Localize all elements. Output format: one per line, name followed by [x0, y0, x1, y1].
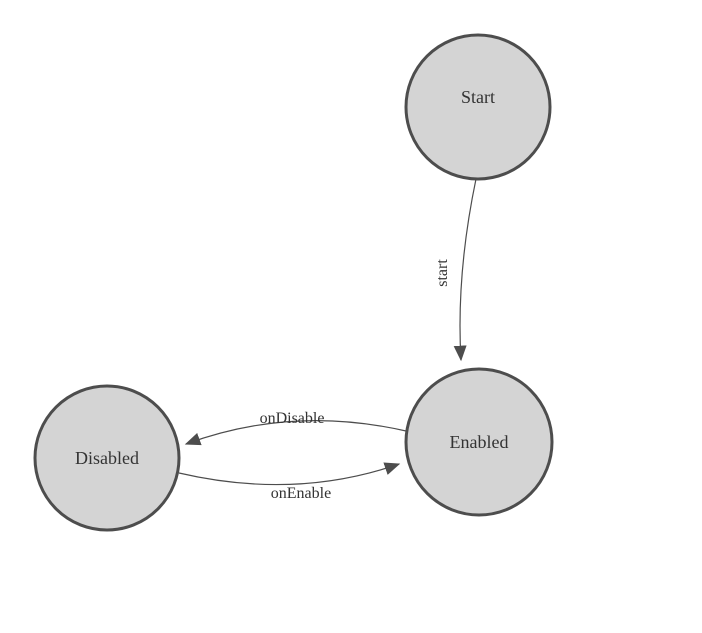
- edge-disabled-to-enabled: onEnable: [178, 462, 401, 502]
- edge-start-to-enabled: start: [434, 178, 477, 362]
- edge-label-ondisable: onDisable: [260, 410, 325, 427]
- state-circle-enabled: [404, 367, 554, 517]
- state-circle-start: [404, 33, 552, 181]
- state-label-disabled: Disabled: [75, 448, 139, 468]
- transition-line-onenable: [178, 462, 401, 486]
- state-node-start: Start: [404, 33, 552, 181]
- edge-enabled-to-disabled: onDisable: [184, 410, 407, 446]
- state-node-disabled: Disabled: [33, 384, 181, 532]
- state-circle-disabled: [33, 384, 181, 532]
- transition-line-start: [453, 178, 477, 362]
- state-label-enabled: Enabled: [450, 432, 509, 452]
- edge-label-onenable: onEnable: [271, 485, 331, 502]
- transition-line-ondisable: [184, 420, 407, 446]
- state-node-enabled: Enabled: [404, 367, 554, 517]
- edge-label-start: start: [434, 259, 451, 287]
- state-label-start: Start: [461, 87, 495, 107]
